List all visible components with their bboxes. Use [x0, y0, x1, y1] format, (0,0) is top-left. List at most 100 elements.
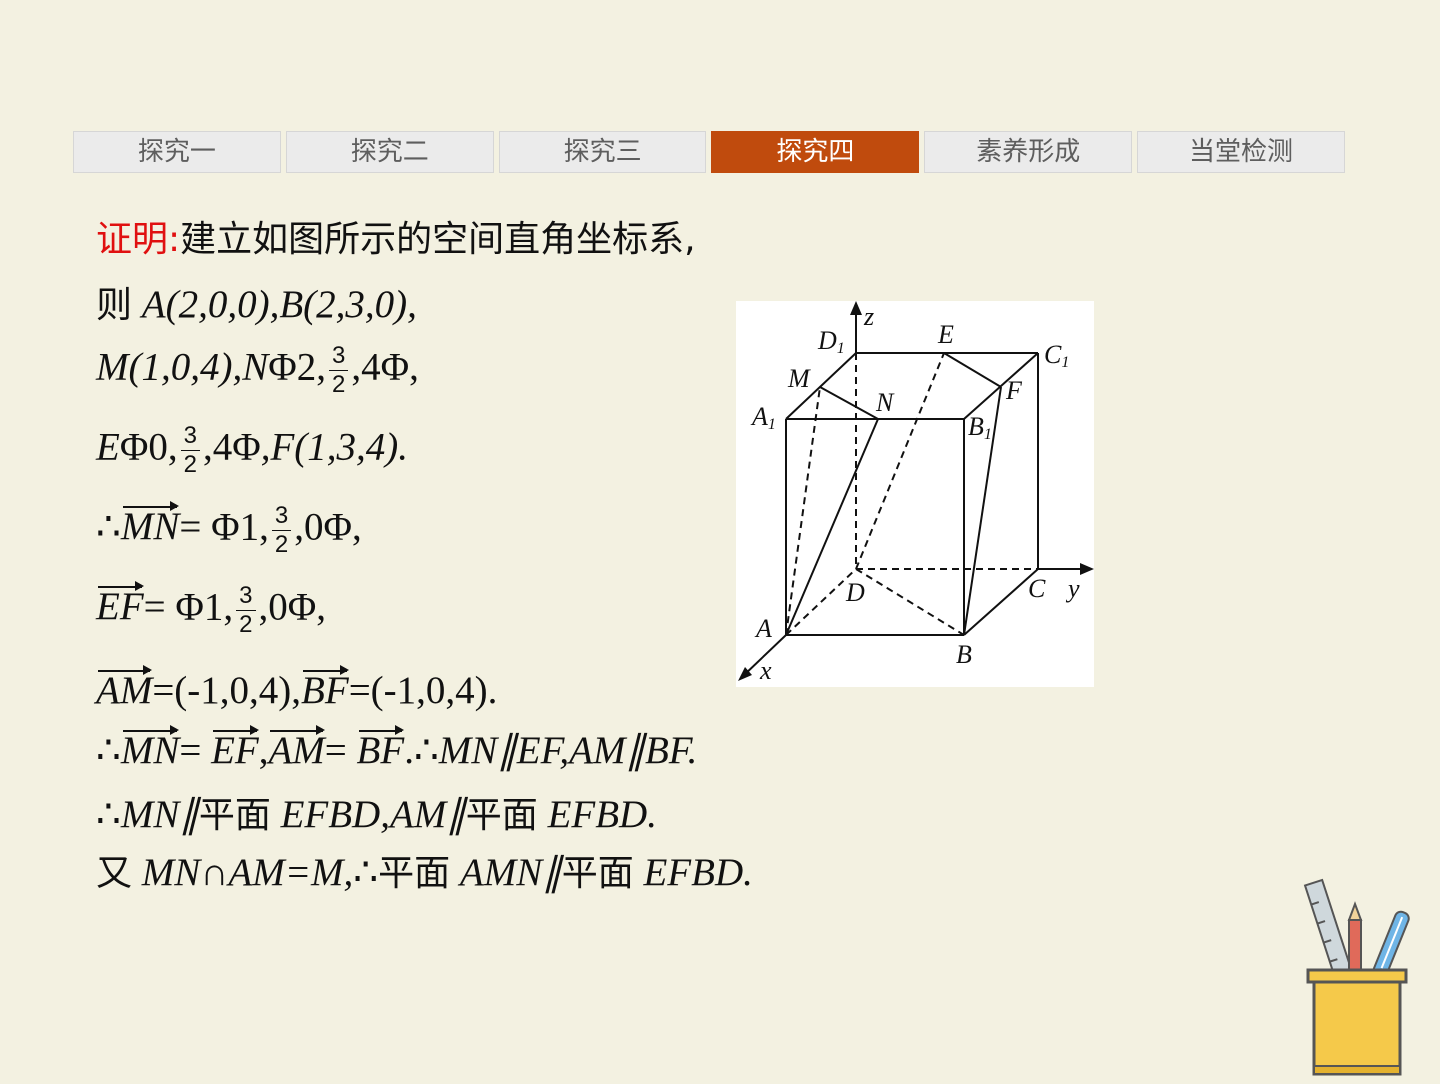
cuboid-figure: z D1 E C1 M F N A1 B1 D C y A B x	[736, 301, 1094, 687]
vector-am-value: =(-1,0,4),	[152, 669, 302, 712]
paren-left: Φ	[119, 425, 149, 469]
label-a1: A1	[750, 402, 776, 433]
text-part: EFBD.	[633, 851, 753, 894]
therefore-symbol: ∴	[353, 851, 379, 894]
coords-f: ,F(1,3,4).	[260, 425, 409, 469]
label-c: C	[1028, 574, 1046, 603]
fraction-den: 2	[332, 371, 346, 398]
text-part: EFBD.	[537, 793, 657, 836]
proof-line-10: 又 MN∩AM=M,∴平面 AMN∥平面 EFBD.	[96, 844, 753, 896]
coord-part: ,	[351, 505, 362, 549]
paren-right: Φ	[323, 505, 352, 549]
paren-left: Φ	[211, 505, 240, 549]
text-part: EFBD,AM∥	[270, 793, 466, 836]
coords-ab: A(2,0,0),B(2,3,0),	[141, 283, 417, 326]
label-y: y	[1065, 574, 1080, 603]
equals: =	[143, 585, 176, 629]
then-word: 则	[96, 285, 133, 326]
label-x: x	[759, 656, 772, 685]
therefore-symbol: ∴	[96, 505, 121, 549]
coord-part: 1,	[239, 505, 269, 549]
fraction-num: 3	[236, 582, 256, 611]
vector-mn: MN	[120, 725, 180, 772]
coord-part: ,	[409, 345, 419, 389]
label-m: M	[787, 364, 811, 393]
vector-am: AM	[268, 725, 326, 772]
coord-part: ,	[316, 585, 327, 629]
paren-left: Φ	[268, 345, 297, 389]
coord-part: 1,	[203, 585, 234, 629]
plane-word: 平面	[198, 795, 271, 836]
tab-literacy[interactable]: 素养形成	[924, 131, 1133, 173]
vector-bf: BF	[356, 725, 405, 772]
label-c1: C1	[1044, 340, 1069, 371]
tab-explore-4[interactable]: 探究四	[711, 131, 920, 173]
label-a: A	[754, 614, 772, 643]
paren-right: Φ	[232, 425, 261, 469]
plane-word: 平面	[561, 853, 634, 894]
point-e: E	[96, 425, 120, 469]
tab-explore-3[interactable]: 探究三	[498, 131, 707, 173]
proof-line-8: ∴MN= EF,AM= BF.∴MN∥EF,AM∥BF.	[96, 725, 698, 772]
proof-line-2: 则 A(2,0,0),B(2,3,0),	[96, 276, 417, 328]
proof-line-9: ∴MN∥平面 EFBD,AM∥平面 EFBD.	[96, 786, 657, 838]
coord-part: ,0	[294, 505, 324, 549]
vector-bf: BF	[301, 665, 349, 712]
coord-part: ,4	[202, 425, 233, 469]
therefore-symbol: ∴	[96, 793, 121, 836]
fraction-num: 3	[329, 342, 349, 371]
pencil-holder-icon	[1290, 870, 1440, 1080]
text-part: AMN∥	[450, 851, 562, 894]
fraction-den: 2	[274, 531, 289, 558]
coord-part: 0,	[148, 425, 178, 469]
parallel-conclusion: MN∥EF,AM∥BF.	[438, 729, 698, 772]
label-e: E	[937, 320, 954, 349]
fraction-num: 3	[180, 422, 200, 451]
equals: =	[179, 505, 212, 549]
proof-prefix: 证明:	[96, 219, 181, 260]
tab-class-check[interactable]: 当堂检测	[1137, 131, 1345, 173]
paren-left: Φ	[175, 585, 204, 629]
label-d: D	[845, 578, 865, 607]
coord-part: 2,	[296, 345, 326, 389]
proof-intro: 建立如图所示的空间直角坐标系,	[180, 219, 696, 260]
coords-mn: M(1,0,4),N	[96, 345, 269, 389]
vector-bf-value: =(-1,0,4).	[348, 669, 498, 712]
fraction-num: 3	[271, 502, 292, 531]
equals: =	[179, 729, 212, 772]
section-tabs: 探究一 探究二 探究三 探究四 素养形成 当堂检测	[73, 131, 1345, 173]
label-f: F	[1005, 376, 1023, 405]
therefore-symbol: ∴	[413, 729, 439, 772]
fraction-den: 2	[183, 451, 197, 478]
label-z: z	[863, 302, 874, 331]
plane-word: 平面	[465, 795, 538, 836]
text-part: MN∩AM=M,	[132, 851, 354, 894]
proof-line-7: AM=(-1,0,4),BF=(-1,0,4).	[96, 665, 498, 713]
coord-part: ,4	[351, 345, 381, 389]
text-part: MN∥	[120, 793, 199, 836]
paren-right: Φ	[380, 345, 410, 389]
paren-right: Φ	[287, 585, 317, 629]
fraction-den: 2	[239, 611, 253, 638]
cuboid-diagram: z D1 E C1 M F N A1 B1 D C y A B x	[738, 301, 1094, 685]
label-n: N	[875, 388, 895, 417]
label-b: B	[956, 640, 972, 669]
vector-mn: MN	[120, 501, 180, 549]
label-d1: D1	[817, 326, 845, 357]
tab-explore-2[interactable]: 探究二	[285, 131, 494, 173]
vector-am: AM	[96, 665, 153, 712]
vector-ef: EF	[211, 725, 259, 772]
label-b1: B1	[968, 412, 992, 443]
proof-line-1: 证明:建立如图所示的空间直角坐标系,	[96, 210, 696, 262]
also-word: 又	[96, 853, 133, 894]
tab-explore-1[interactable]: 探究一	[73, 131, 281, 173]
coord-part: ,0	[258, 585, 288, 629]
